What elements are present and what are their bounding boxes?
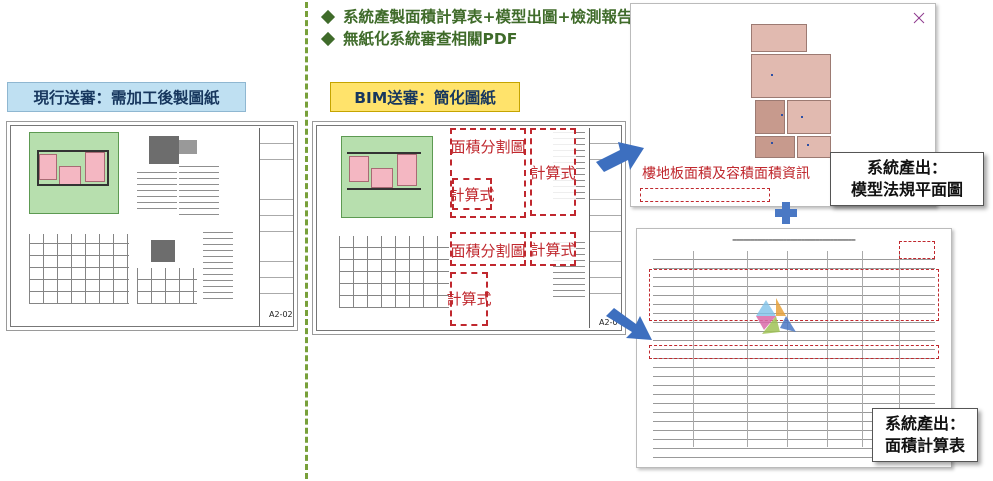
label-line: 面積計算表 bbox=[884, 436, 965, 455]
title-block bbox=[259, 128, 293, 326]
bullet-text: 無紙化系統審查相關PDF bbox=[343, 30, 518, 48]
wall bbox=[37, 150, 109, 152]
room-area bbox=[85, 152, 105, 182]
area-table-label: 系統產出： 面積計算表 bbox=[872, 408, 978, 462]
room-area bbox=[59, 166, 81, 186]
plan-room bbox=[751, 54, 831, 98]
section-divider bbox=[305, 2, 308, 479]
drawing-frame bbox=[10, 125, 294, 327]
plan-annotation bbox=[801, 116, 803, 118]
wall bbox=[107, 150, 109, 186]
wall bbox=[37, 184, 109, 186]
arrow-to-model-plan-icon bbox=[596, 142, 644, 172]
label-line: 系統產出： bbox=[866, 158, 947, 177]
header-bullets: 系統產製面積計算表+模型出圖+檢測報告 無紙化系統審查相關PDF bbox=[320, 6, 632, 50]
notes-text bbox=[203, 232, 233, 302]
lot-info-area-box bbox=[640, 188, 770, 202]
plan-annotation bbox=[771, 74, 773, 76]
lot-area-info-text: 樓地板面積及容積面積資訊 bbox=[642, 163, 810, 183]
wall bbox=[347, 152, 421, 154]
north-arrow-icon bbox=[913, 12, 925, 24]
room-area bbox=[39, 154, 57, 180]
calc-box-bottom-left: 計算式 bbox=[447, 272, 492, 326]
bullet-item: 無紙化系統審查相關PDF bbox=[320, 28, 632, 50]
plan-annotation bbox=[781, 114, 783, 116]
neighbor-building bbox=[151, 240, 175, 262]
floor-plan bbox=[29, 234, 129, 304]
calc-box-bottom-right: 計算式 bbox=[530, 232, 576, 266]
label-line: 系統產出： bbox=[884, 414, 965, 433]
bim-logo-icon bbox=[756, 298, 796, 334]
room-area bbox=[349, 156, 369, 182]
floor-plan bbox=[339, 236, 449, 308]
diamond-bullet-icon bbox=[320, 31, 336, 47]
plan-room bbox=[751, 24, 807, 52]
sheet-code: A2-0 bbox=[599, 318, 618, 327]
plan-room bbox=[755, 100, 785, 134]
bullet-text: 系統產製面積計算表+模型出圖+檢測報告 bbox=[343, 8, 633, 26]
neighbor-building bbox=[149, 136, 179, 164]
current-review-title: 現行送審：需加工後製圖紙 bbox=[7, 82, 246, 112]
drawing-frame bbox=[316, 125, 622, 331]
plan-annotation bbox=[771, 142, 773, 144]
label-line: 模型法規平面圖 bbox=[850, 180, 963, 199]
table-title-line: ━━━━━━━━━━━━━━━━━━━━━━━━━━━━━━━━━━ bbox=[732, 237, 856, 244]
calc-box-top-right: 計算式 bbox=[530, 128, 576, 216]
bim-review-title: BIM送審：簡化圖紙 bbox=[330, 82, 520, 112]
stamp-box bbox=[899, 241, 935, 259]
notes-text bbox=[179, 166, 219, 216]
neighbor-building bbox=[179, 140, 197, 154]
plan-room bbox=[755, 136, 795, 158]
plan-room bbox=[787, 100, 831, 134]
wall bbox=[347, 188, 421, 190]
area-split-box-bottom: 面積分割圖 bbox=[450, 232, 526, 266]
bullet-item: 系統產製面積計算表+模型出圖+檢測報告 bbox=[320, 6, 632, 28]
bim-review-drawing: A2-0 bbox=[312, 121, 626, 335]
notes-text bbox=[137, 172, 177, 212]
sheet-code: A2-02 bbox=[269, 310, 293, 319]
room-area bbox=[397, 154, 417, 186]
current-review-drawing: A2-02 bbox=[6, 121, 298, 331]
table-highlight-box bbox=[649, 345, 939, 359]
calc-box-top-left: 計算式 bbox=[450, 178, 495, 210]
plan-annotation bbox=[807, 144, 809, 146]
table-highlight-box bbox=[649, 269, 939, 321]
plus-icon bbox=[775, 202, 797, 224]
wall bbox=[37, 150, 39, 186]
diamond-bullet-icon bbox=[320, 9, 336, 25]
plan-room bbox=[797, 136, 831, 158]
model-plan-label: 系統產出： 模型法規平面圖 bbox=[830, 152, 984, 206]
floor-plan bbox=[137, 268, 197, 304]
arrow-to-area-table-icon bbox=[606, 308, 652, 340]
room-area bbox=[371, 168, 393, 188]
